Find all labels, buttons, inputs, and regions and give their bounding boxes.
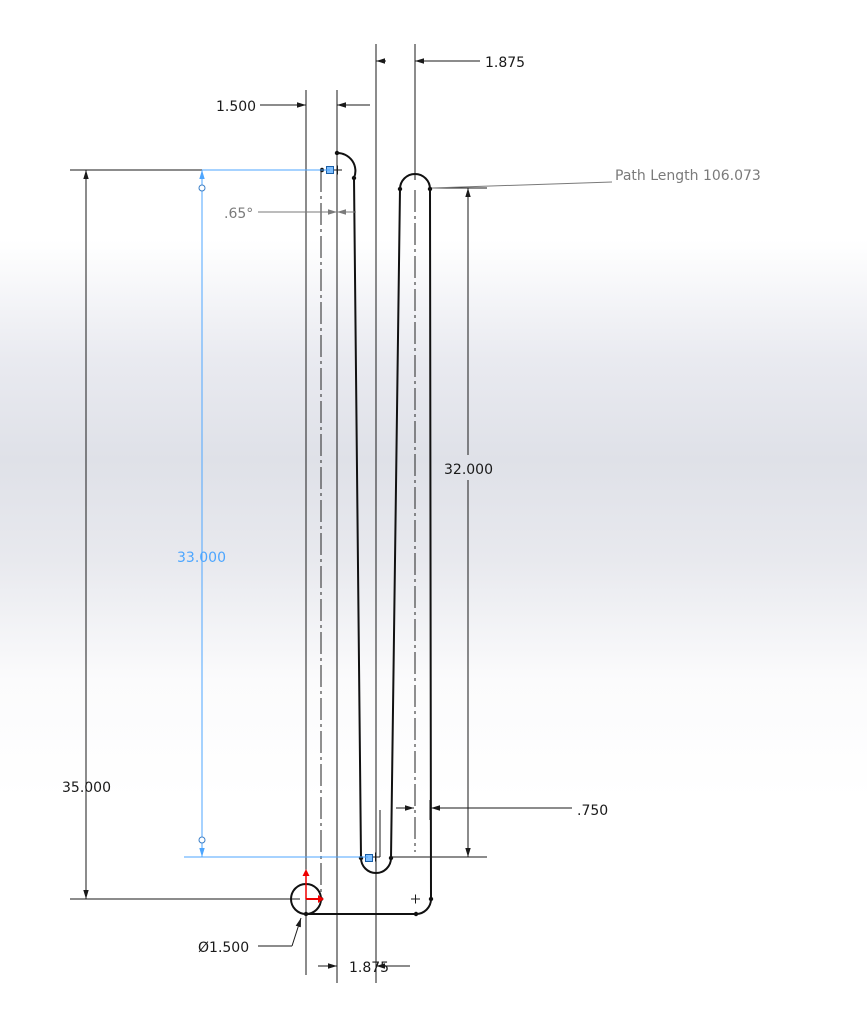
svg-text:32.000: 32.000 [444,462,493,478]
dim-gap-width[interactable]: .750 [396,803,608,819]
svg-text:Path Length 106.073: Path Length 106.073 [615,168,761,184]
sketch-path[interactable] [290,150,434,917]
dim-inner-height[interactable]: 33.000 [176,169,368,858]
svg-text:.750: .750 [577,803,608,819]
dim-right-height[interactable]: 32.000 [391,188,493,858]
svg-text:1.875: 1.875 [485,55,525,71]
selected-points[interactable] [326,166,373,862]
svg-text:1.875: 1.875 [349,960,389,976]
svg-text:35.000: 35.000 [62,780,111,796]
origin-icon [302,869,324,903]
centerlines [320,170,416,899]
diameter-symbol: Ø [198,940,209,956]
svg-text:.65°: .65° [224,206,253,222]
svg-text:1.500: 1.500 [216,99,256,115]
dim-bottom-offset[interactable]: 1.875 [318,960,410,976]
path-length-annotation[interactable]: Path Length 106.073 [431,168,761,189]
svg-text:33.000: 33.000 [177,550,226,566]
dim-diameter[interactable]: Ø1.500 [198,917,302,956]
dim-top-offset[interactable]: 1.875 [376,55,525,71]
dim-angle[interactable]: .65° [224,206,356,222]
dim-overall-height[interactable]: 35.000 [62,170,111,899]
extension-lines [70,44,487,983]
dim-left-offset[interactable]: 1.500 [216,99,370,115]
svg-text:Ø1.500: Ø1.500 [198,940,249,956]
